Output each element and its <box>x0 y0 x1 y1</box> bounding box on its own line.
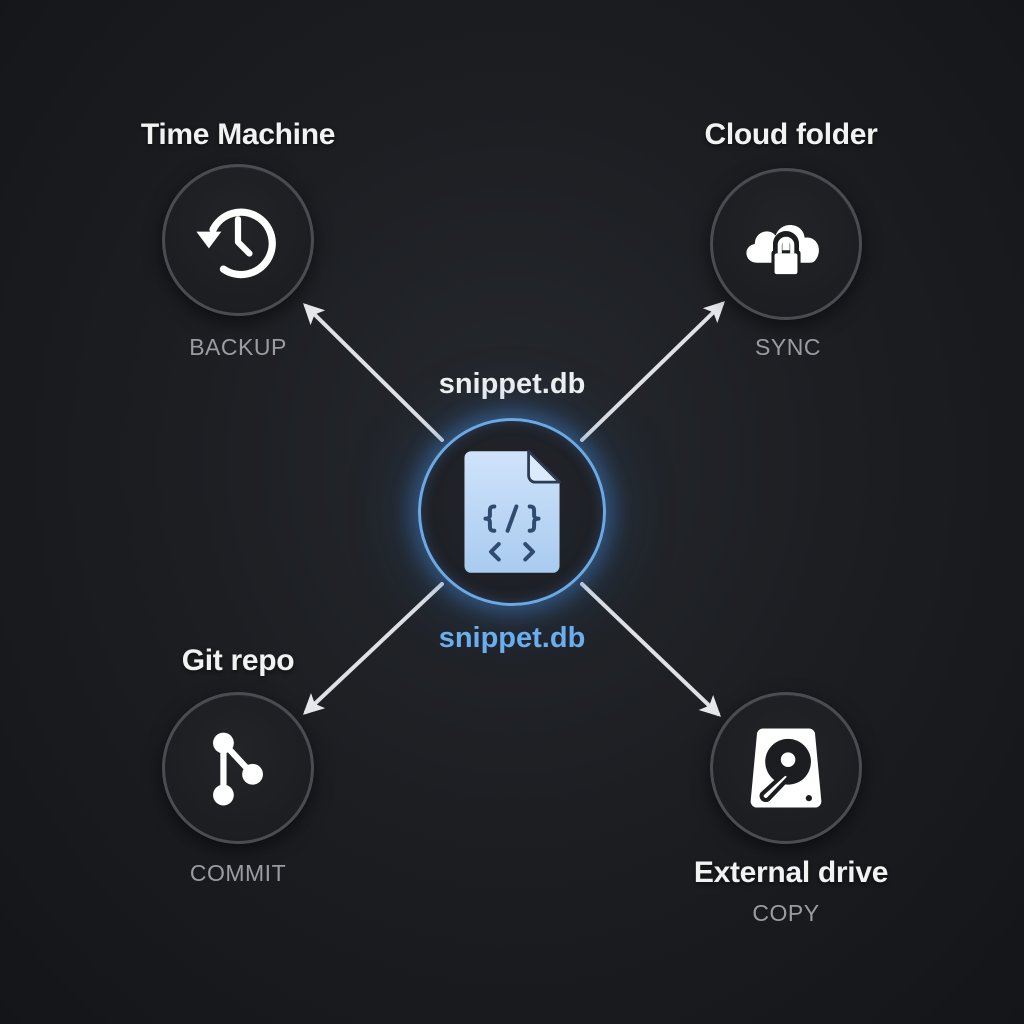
arrow-to-cloud-folder <box>580 301 725 442</box>
cloud-folder-node[interactable] <box>710 168 862 320</box>
snippet-db-node[interactable] <box>418 418 606 606</box>
center-file-label-top: snippet.db <box>438 368 586 400</box>
git-repo-title: Git repo <box>181 644 295 677</box>
history-clock-icon <box>196 208 276 279</box>
cloud-lock-icon <box>746 225 819 276</box>
time-machine-action: BACKUP <box>189 334 287 360</box>
center-file-label-bottom: snippet.db <box>438 622 586 654</box>
external-drive-title: External drive <box>693 856 889 889</box>
hard-drive-icon <box>750 728 822 808</box>
external-drive-action: COPY <box>752 900 820 926</box>
git-repo-action: COMMIT <box>189 860 287 886</box>
arrow-to-time-machine <box>303 303 444 442</box>
git-repo-node[interactable] <box>162 692 314 844</box>
external-drive-node[interactable] <box>710 692 862 844</box>
code-file-icon <box>464 449 561 573</box>
time-machine-title: Time Machine <box>140 118 336 151</box>
cloud-folder-action: SYNC <box>755 334 821 360</box>
time-machine-node[interactable] <box>162 164 314 316</box>
arrow-to-git-repo <box>302 582 444 715</box>
arrow-to-external-drive <box>580 582 722 717</box>
cloud-folder-title: Cloud folder <box>704 118 878 151</box>
git-branch-icon <box>213 732 263 806</box>
